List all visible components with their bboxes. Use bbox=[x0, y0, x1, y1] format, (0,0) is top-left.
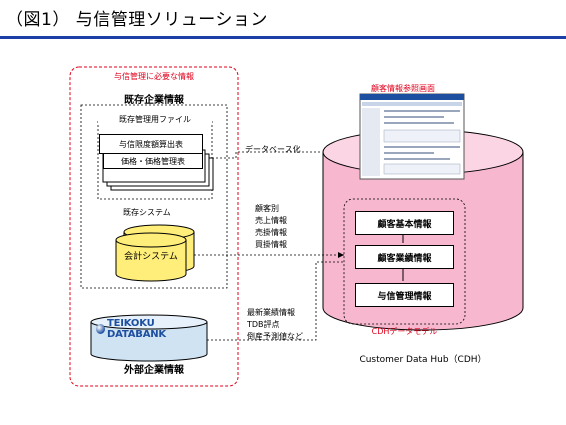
page-title: （図1） 与信管理ソリューション bbox=[6, 10, 268, 30]
flow-lines bbox=[194, 151, 344, 341]
cdh-box-customer-performance: 顧客業績情報 bbox=[355, 245, 454, 269]
flow-customer-line: 売掛情報 bbox=[255, 228, 287, 237]
file-price-management: 価格・価格管理表 bbox=[103, 153, 203, 169]
tdb-globe-icon bbox=[96, 324, 106, 334]
title-divider bbox=[0, 36, 566, 39]
required-info-label: 与信管理に必要な情報 bbox=[114, 72, 194, 81]
tdb-logo: TEIKOKU DATABANK bbox=[96, 318, 206, 340]
screen-window bbox=[359, 93, 465, 180]
cdh-caption: Customer Data Hub（CDH） bbox=[359, 355, 487, 365]
files-label: 既存管理用ファイル bbox=[98, 114, 212, 125]
flow-arrowhead bbox=[338, 252, 344, 258]
flow-customer-line: 売上情報 bbox=[255, 216, 287, 225]
flow-tdb-line: 倒産予測値など bbox=[247, 332, 303, 341]
flow-customer-line: 買掛情報 bbox=[255, 240, 287, 249]
cdh-box-credit-management: 与信管理情報 bbox=[355, 283, 454, 307]
tdb-logo-text: TEIKOKU DATABANK bbox=[107, 318, 166, 340]
flow-database-label: データベース化 bbox=[245, 145, 301, 154]
flow-tdb-line: TDB評点 bbox=[247, 320, 280, 329]
existing-info-box bbox=[80, 104, 228, 289]
flow-customer-line: 顧客別 bbox=[255, 204, 279, 213]
required-info-panel bbox=[69, 66, 239, 387]
cdh-model-box bbox=[343, 198, 466, 325]
cdh-box-customer-basic: 顧客基本情報 bbox=[355, 211, 454, 235]
file-credit-limit: 与信限度額算出表 bbox=[99, 134, 203, 154]
cdh-model-label: CDHデータモデル bbox=[371, 327, 438, 336]
system-label: 既存システム bbox=[123, 208, 171, 217]
existing-info-title: 既存企業情報 bbox=[124, 95, 184, 106]
external-info-title: 外部企業情報 bbox=[124, 365, 184, 376]
flow-tdb-list: 最新業績情報 TDB評点 倒産予測値など bbox=[247, 307, 303, 343]
screen-label: 顧客情報参照画面 bbox=[371, 84, 435, 93]
accounting-system-label: 会計システム bbox=[124, 252, 178, 262]
tdb-cylinder bbox=[90, 314, 208, 362]
flow-customer-list: 顧客別 売上情報 売掛情報 買掛情報 bbox=[255, 203, 287, 251]
flow-tdb bbox=[207, 261, 344, 341]
flow-database bbox=[212, 151, 322, 159]
accounting-cylinder bbox=[115, 224, 195, 282]
flow-tdb-line: 最新業績情報 bbox=[247, 308, 295, 317]
